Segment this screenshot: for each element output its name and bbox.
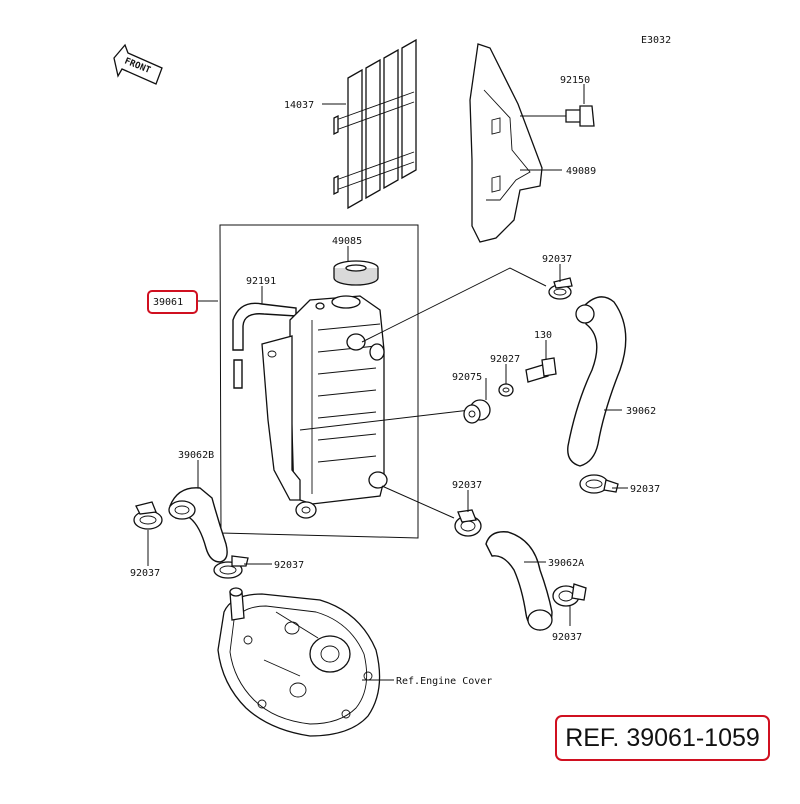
assembly-bracket	[219, 224, 419, 539]
radiator-hose-39062A	[485, 531, 553, 631]
collar-92027	[498, 383, 514, 397]
radiator-shroud	[469, 43, 543, 243]
radiator-louver	[333, 38, 417, 210]
label-92037-top: 92037	[542, 254, 572, 265]
label-92037-lower-center: 92037	[274, 560, 304, 571]
front-arrow-icon: FRONT	[113, 43, 163, 85]
label-92037-left: 92037	[130, 568, 160, 579]
radiator-cap-49085	[333, 260, 379, 286]
label-39062B: 39062B	[178, 450, 214, 461]
label-49085: 49085	[332, 236, 362, 247]
hose-clamp-92037-top	[548, 277, 573, 300]
hose-clamp-92037-left	[133, 501, 163, 530]
radiator-hose-39062	[567, 296, 627, 467]
label-92150: 92150	[560, 75, 590, 86]
radiator-hose-39062B	[168, 487, 228, 563]
breather-tube-92191	[232, 302, 297, 389]
label-92037-center: 92037	[452, 480, 482, 491]
label-39061: 39061	[153, 297, 183, 308]
grommet-92075	[463, 399, 491, 424]
label-130: 130	[534, 330, 552, 341]
engine-cover	[217, 587, 381, 737]
label-92037-right: 92037	[630, 484, 660, 495]
label-92075: 92075	[452, 372, 482, 383]
hose-clamp-92037-right	[579, 474, 619, 494]
label-engine-cover: Ref.Engine Cover	[396, 676, 492, 687]
hose-clamp-92037-center	[454, 509, 482, 537]
radiator-39061	[261, 295, 388, 519]
hose-clamp-92037-lower-center	[213, 555, 249, 579]
label-92037-lower-right: 92037	[552, 632, 582, 643]
hose-clamp-92037-lower-right	[552, 583, 587, 607]
reference-number-box: REF. 39061-1059	[555, 715, 770, 761]
diagram-code: E3032	[641, 35, 671, 46]
label-39062A: 39062A	[548, 558, 584, 569]
label-92191: 92191	[246, 276, 276, 287]
label-14037: 14037	[284, 100, 314, 111]
highlight-callout-39061	[147, 290, 198, 314]
label-49089: 49089	[566, 166, 596, 177]
bolt-130	[525, 357, 557, 383]
bolt-92150	[565, 105, 595, 127]
label-39062: 39062	[626, 406, 656, 417]
label-92027: 92027	[490, 354, 520, 365]
